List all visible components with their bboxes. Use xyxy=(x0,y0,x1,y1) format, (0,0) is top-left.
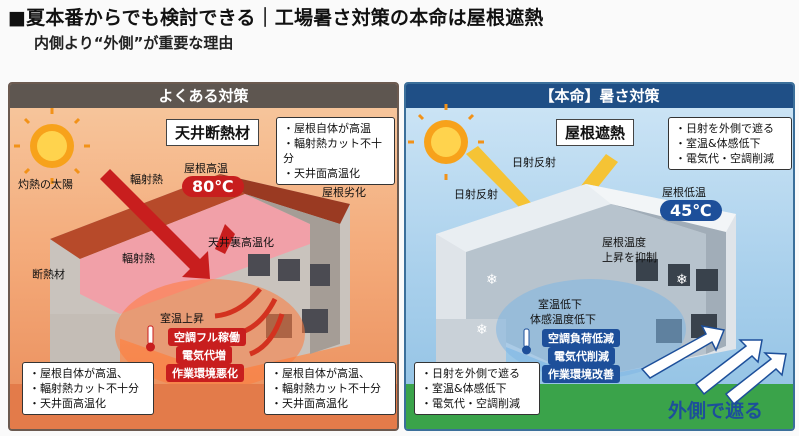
status-badge-work-improved: 作業環境改善 xyxy=(542,365,620,383)
room-temp-up-label: 室温上昇 xyxy=(160,312,204,325)
status-badge-power-reduced: 電気代削減 xyxy=(548,347,615,365)
page-title: ■夏本番からでも検討できる｜工場暑さ対策の本命は屋根遮熱 xyxy=(8,7,544,29)
status-badge-power-up: 電気代増 xyxy=(176,346,232,364)
roof-low-label: 屋根低温 xyxy=(662,186,706,199)
right-top-info-box: ・日射を外側で遮る・室温&体感低下・電気代・空調削減 xyxy=(668,117,792,170)
left-bottom-info-box-2: ・屋根自体が高温、・輻射熱カット不十分・天井面高温化 xyxy=(264,362,396,415)
snowflake-icon: ❄ xyxy=(486,272,498,288)
snowflake-icon: ❄ xyxy=(676,272,688,288)
right-roof-temp: 45℃ xyxy=(660,200,722,221)
left-bottom-info-box-1: ・屋根自体が高温、・輻射熱カット不十分・天井面高温化 xyxy=(22,362,154,415)
roof-hot-label: 屋根高温 xyxy=(184,162,228,175)
left-top-info-box: ・屋根自体が高温・輻射熱カット不十分・天井面高温化 xyxy=(276,117,395,185)
snowflake-icon: ❄ xyxy=(476,322,488,338)
status-badge-ac-full: 空調フル稼働 xyxy=(168,328,246,346)
slogan-text: 外側で遮る xyxy=(668,400,764,422)
left-panel-title: よくある対策 xyxy=(10,84,397,108)
body-temp-down-label: 体感温度低下 xyxy=(530,313,596,326)
reflection-label-2: 日射反射 xyxy=(454,188,498,201)
insulation-label: 断熱材 xyxy=(32,268,65,281)
roof-temp-label-1: 屋根温度 xyxy=(602,236,646,249)
thermometer-icon xyxy=(522,328,531,355)
thermometer-icon xyxy=(146,325,155,352)
right-bottom-info-box: ・日射を外側で遮る・室温&体感低下・電気代・空調削減 xyxy=(414,362,540,415)
recommended-measure-panel: 【本命】暑さ対策 xyxy=(404,82,795,431)
ceiling-hot-label: 天井裏高温化 xyxy=(208,236,274,249)
right-panel-title: 【本命】暑さ対策 xyxy=(406,84,793,108)
status-badge-ac-load-reduced: 空調負荷低減 xyxy=(542,329,620,347)
sun-label: 灼熱の太陽 xyxy=(18,178,73,191)
roof-temp-label-2: 上昇を抑制 xyxy=(602,251,657,264)
status-badge-work-worse: 作業環境悪化 xyxy=(166,364,244,382)
roof-degradation-label: 屋根劣化 xyxy=(322,186,366,199)
common-measure-panel: よくある対策 xyxy=(8,82,399,431)
left-roof-temp: 80℃ xyxy=(182,176,244,197)
room-temp-down-label: 室温低下 xyxy=(538,298,582,311)
right-heading: 屋根遮熱 xyxy=(556,119,635,146)
radiant-heat-label: 輻射熱 xyxy=(130,173,163,186)
reflection-label-1: 日射反射 xyxy=(512,156,556,169)
page-subtitle: 内側より“外側”が重要な理由 xyxy=(34,34,234,52)
sun-icon xyxy=(408,104,484,180)
sun-icon xyxy=(14,108,90,184)
radiant-heat-label-2: 輻射熱 xyxy=(122,252,155,265)
left-heading: 天井断熱材 xyxy=(166,119,260,146)
